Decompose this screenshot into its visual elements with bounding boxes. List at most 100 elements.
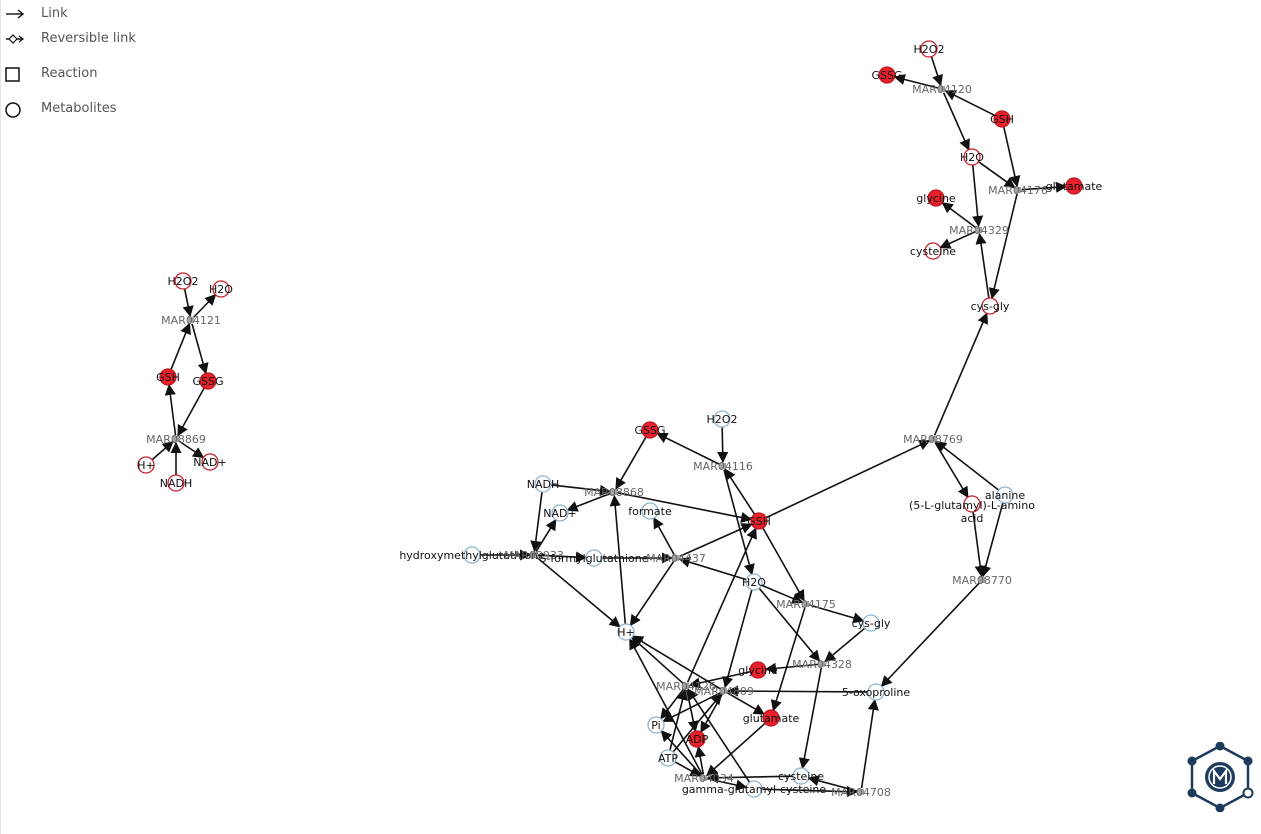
metabolite-circle[interactable] [159,368,177,386]
reaction-node[interactable]: MAR04328 [792,658,852,671]
metabolite-circle[interactable] [713,410,731,428]
reaction-square[interactable] [939,86,945,92]
metabolite-circle[interactable] [641,502,659,520]
metabolite-circle[interactable] [585,549,603,567]
metabolite-circle[interactable] [762,709,780,727]
edge-link[interactable] [717,426,729,464]
metabolite-node[interactable]: ADP [686,730,709,748]
reaction-node[interactable]: MAR04437 [646,552,706,565]
edge-link[interactable] [660,730,702,776]
metabolite-node[interactable]: H2O [209,280,233,298]
edge-link[interactable] [707,778,748,791]
edge-link[interactable] [880,582,980,688]
metabolite-circle[interactable] [201,453,219,471]
edge-link[interactable] [1002,126,1021,188]
metabolite-circle[interactable] [963,148,981,166]
edge-link[interactable] [723,469,755,576]
reaction-node[interactable]: MAR08869 [146,433,206,446]
metabolite-circle[interactable] [745,573,763,591]
edge-link[interactable] [688,670,751,689]
edge-link[interactable] [631,635,721,690]
edge-link[interactable] [934,442,969,499]
edge-link[interactable] [687,688,751,783]
metabolite-circle[interactable] [920,40,938,58]
reaction-node[interactable]: MAR04176 [988,184,1048,197]
metabolite-node[interactable]: H+ [137,456,155,474]
metabolite-node[interactable]: 5-oxoproline [842,683,911,701]
metabolite-circle[interactable] [745,780,763,798]
edge-link[interactable] [686,527,757,683]
reaction-square[interactable] [611,489,617,495]
edge-link[interactable] [1021,181,1068,193]
metabolite-node[interactable]: alanine [985,486,1026,504]
reaction-square[interactable] [188,317,194,323]
edge-link[interactable] [764,662,819,674]
reaction-node[interactable]: MAR08933 [504,549,564,562]
edge-link[interactable] [617,491,753,523]
edge-link[interactable] [824,627,866,663]
metabolite-node[interactable]: GSSG [634,421,666,439]
reaction-square[interactable] [721,688,727,694]
reaction-node[interactable]: MAR04121 [161,314,221,327]
metabolite-node[interactable]: Pi [647,716,665,734]
reaction-node[interactable]: MAR04175 [776,598,836,611]
edge-link[interactable] [761,786,859,798]
metabolite-circle[interactable] [212,280,230,298]
metabolite-circle[interactable] [688,730,706,748]
metabolite-circle[interactable] [981,297,999,315]
metabolite-node[interactable]: cysteine [778,767,824,785]
metabolite-node[interactable]: hydroxymethylglutathione [399,546,545,564]
reaction-node[interactable]: MAR04034 [674,772,734,785]
edge-link[interactable] [631,636,684,684]
edge-link[interactable] [170,322,191,370]
reaction-square[interactable] [976,227,982,233]
edge-link[interactable] [726,685,869,697]
metabolite-circle[interactable] [862,614,880,632]
metabolite-node[interactable]: GSH [747,512,771,530]
edge-link[interactable] [706,772,794,784]
edge-link[interactable] [988,193,1018,300]
reaction-node[interactable]: MAR04116 [693,460,753,473]
edge-link[interactable] [656,432,720,465]
metabolite-node[interactable]: GSH [990,110,1014,128]
metabolite-circle[interactable] [792,767,810,785]
metabolite-node[interactable]: NAD+ [193,453,227,471]
edge-link[interactable] [727,692,766,715]
edge-link[interactable] [941,202,977,229]
reaction-node[interactable]: MAR04809 [694,685,754,698]
edge-link[interactable] [770,607,806,712]
metabolite-circle[interactable] [551,504,569,522]
edge-link[interactable] [978,161,1016,189]
edge-link[interactable] [930,56,943,87]
edge-link[interactable] [182,288,194,318]
edge-link[interactable] [653,517,675,555]
reaction-square[interactable] [979,577,985,583]
metabolite-node[interactable]: cys-gly [971,297,1010,315]
edge-link[interactable] [722,589,753,689]
metabolite-circle[interactable] [749,661,767,679]
edge-link[interactable] [939,230,976,249]
edge-link[interactable] [530,491,543,553]
edge-link[interactable] [550,484,612,496]
metabolite-node[interactable]: gamma-glutamyl-cysteine [682,780,827,798]
edge-link[interactable] [980,502,1004,578]
reaction-square[interactable] [803,601,809,607]
metabolite-circle[interactable] [617,623,635,641]
metabolite-node[interactable]: H2O [742,573,766,591]
edge-link[interactable] [971,164,984,228]
edge-link[interactable] [942,92,970,151]
metabolite-node[interactable]: cys-gly [852,614,891,632]
reaction-square[interactable] [930,436,936,442]
metabolite-circle[interactable] [750,512,768,530]
metabolic-atlas-logo-icon[interactable] [1186,741,1254,813]
edge-link[interactable] [615,436,647,490]
edge-link[interactable] [944,90,996,117]
edge-link[interactable] [662,692,721,723]
metabolite-circle[interactable] [867,683,885,701]
metabolite-node[interactable]: H2O2 [707,410,738,428]
metabolite-circle[interactable] [996,486,1014,504]
edge-link[interactable] [724,468,756,515]
metabolite-node[interactable]: GSH [156,368,180,386]
edge-link[interactable] [672,693,723,753]
